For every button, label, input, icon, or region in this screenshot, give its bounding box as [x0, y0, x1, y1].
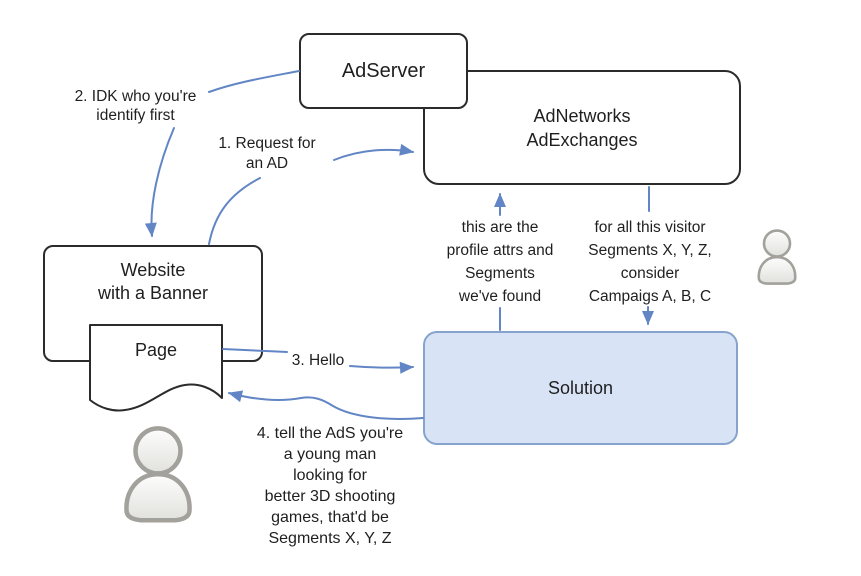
annotation-step2-line1: 2. IDK who you're — [74, 88, 197, 105]
person-icon — [124, 426, 192, 523]
solution-node: Solution — [423, 331, 738, 445]
adnetworks-label-line2: AdExchanges — [526, 129, 638, 150]
adserver-node: AdServer — [299, 33, 468, 109]
annotation-visitor-line3: consider — [620, 265, 680, 282]
annotation-step3: 3. Hello — [286, 351, 350, 371]
arrow-hello-segment-b — [349, 361, 414, 374]
page-label: Page — [134, 340, 178, 360]
annotation-step2: 2. IDK who you're identify first — [38, 87, 233, 125]
annotation-step4-line4: better 3D shooting — [264, 488, 396, 505]
annotation-visitor-line4: Campaigs A, B, C — [588, 288, 712, 305]
annotation-step1-line1: 1. Request for — [218, 135, 316, 152]
page-document-shape — [89, 324, 223, 412]
arrow-request-segment-a — [208, 177, 261, 245]
annotation-step4-line3: looking for — [293, 467, 367, 484]
website-label-line1: Website — [120, 260, 186, 280]
person-icon — [757, 229, 797, 285]
annotation-visitor-line1: for all this visitor — [594, 219, 706, 236]
annotation-profile-line2: profile attrs and — [446, 242, 554, 259]
annotation-step3-line1: 3. Hello — [291, 352, 345, 369]
annotation-profile-line3: Segments — [465, 265, 535, 282]
annotation-step4-line6: Segments X, Y, Z — [268, 530, 392, 547]
annotation-profile-line1: this are the — [461, 219, 539, 236]
annotation-visitor-line2: Segments X, Y, Z, — [588, 242, 712, 259]
adnetworks-node: AdNetworks AdExchanges — [423, 70, 741, 185]
annotation-step4-line2: a young man — [283, 446, 377, 463]
annotation-step1: 1. Request for an AD — [192, 134, 342, 174]
annotation-profile-line4: we've found — [458, 288, 542, 305]
adserver-label: AdServer — [341, 59, 426, 82]
annotation-visitor-segments: for all this visitor Segments X, Y, Z, c… — [563, 216, 737, 308]
adnetworks-label-line1: AdNetworks — [533, 105, 631, 126]
arrow-idk-segment-b — [144, 127, 175, 237]
arrow-tell-ads — [228, 390, 424, 420]
annotation-step1-line2: an AD — [245, 155, 289, 172]
website-label-line2: with a Banner — [97, 283, 209, 303]
annotation-step4-line1: 4. tell the AdS you're — [256, 425, 404, 442]
annotation-step2-line2: identify first — [96, 107, 175, 124]
annotation-step4-line5: games, that'd be — [271, 509, 389, 526]
annotation-step4: 4. tell the AdS you're a young man looki… — [210, 423, 450, 549]
arrow-request-segment-b — [333, 143, 414, 161]
solution-label: Solution — [547, 377, 614, 398]
annotation-profile-found: this are the profile attrs and Segments … — [418, 216, 582, 308]
